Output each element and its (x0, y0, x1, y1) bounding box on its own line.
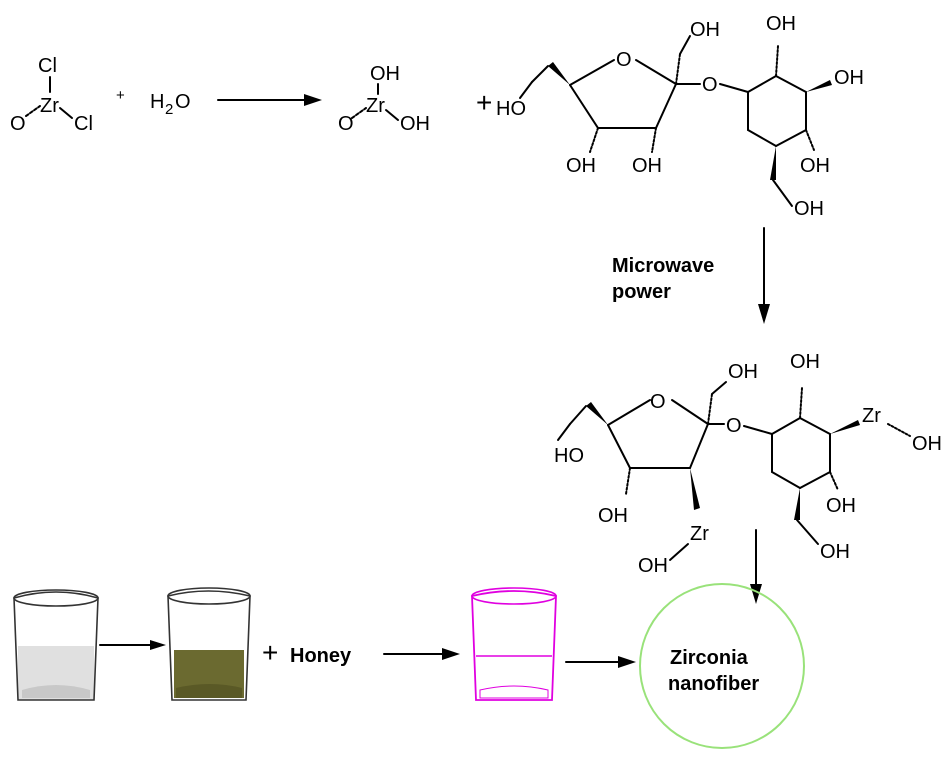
sugar-molecule-bottom: O HO OH Zr OH OH O OH Zr OH OH OH (554, 351, 942, 577)
microwave-arrow (758, 227, 770, 324)
bridge-o-top: O (702, 74, 718, 96)
zirconium-oxychloride: Cl Zr O Cl (10, 55, 93, 135)
plus-honey-symbol: + (262, 637, 278, 668)
oh-furan-right-top: OH (632, 155, 662, 177)
zr-oh-right-bond (385, 109, 399, 121)
water-subscript: 2 (165, 101, 173, 118)
arrow-to-product (750, 529, 762, 604)
product-line2: nanofiber (668, 673, 759, 695)
zirconia-nanofiber-product: Zirconia nanofiber (639, 583, 805, 749)
water-formula: H 2 O (150, 91, 191, 118)
ho-left-bottom: HO (554, 445, 584, 467)
oh-top-label: OH (370, 63, 400, 85)
arrow-b1-b2 (99, 640, 166, 650)
oh-top: OH (766, 13, 796, 35)
product-circle (639, 583, 805, 749)
zr-label: Zr (40, 95, 59, 117)
arrow-honey (383, 648, 460, 660)
zr-cl-right-bond (59, 107, 73, 119)
sugar-molecule-top: O HO OH OH OH O OH OH OH OH (496, 13, 864, 220)
oh-bottom-right: OH (800, 155, 830, 177)
power-label: power (612, 281, 671, 303)
water-h: H (150, 91, 164, 113)
bridge-o-bottom: O (726, 415, 742, 437)
o-product-label: O (338, 113, 354, 135)
beaker-3 (471, 587, 557, 701)
plus-sign-2: + (476, 87, 492, 118)
plus-sign: + (116, 87, 125, 104)
microwave-label: Microwave (612, 255, 714, 277)
honey-label: Honey (290, 645, 352, 667)
zr-right: Zr (862, 405, 881, 427)
product-line1: Zirconia (670, 647, 749, 669)
ho-left-top: HO (496, 98, 526, 120)
ring-o-top: O (616, 49, 632, 71)
oh-zr-right: OH (912, 433, 942, 455)
beaker-2 (167, 587, 251, 701)
oh-top-ch2-bottom: OH (728, 361, 758, 383)
cl-right-label: Cl (74, 113, 93, 135)
zr-o-product-bond (351, 107, 367, 119)
ring-o-bottom: O (650, 391, 666, 413)
oh-bottom-right-b: OH (826, 495, 856, 517)
o-label: O (10, 113, 26, 135)
zirconium-hydroxide: OH Zr O OH (338, 63, 430, 135)
reaction-arrow-1 (217, 94, 322, 106)
zr-furan: Zr (690, 523, 709, 545)
oh-top-bottom: OH (790, 351, 820, 373)
oh-furan-left-top: OH (566, 155, 596, 177)
zr-product-label: Zr (366, 95, 385, 117)
oh-top-ch2: OH (690, 19, 720, 41)
water-o: O (175, 91, 191, 113)
zr-o-double-bond (25, 105, 41, 117)
oh-ch2-bottom-b: OH (820, 541, 850, 563)
oh-right-label: OH (400, 113, 430, 135)
oh-ch2-bottom: OH (794, 198, 824, 220)
oh-zr-furan: OH (638, 555, 668, 577)
oh-right: OH (834, 67, 864, 89)
arrow-b3-product (565, 656, 636, 668)
cl-top-label: Cl (38, 55, 57, 77)
beaker-1 (13, 589, 99, 701)
oh-furan-left-bottom: OH (598, 505, 628, 527)
beaker-3-outline (471, 590, 557, 701)
